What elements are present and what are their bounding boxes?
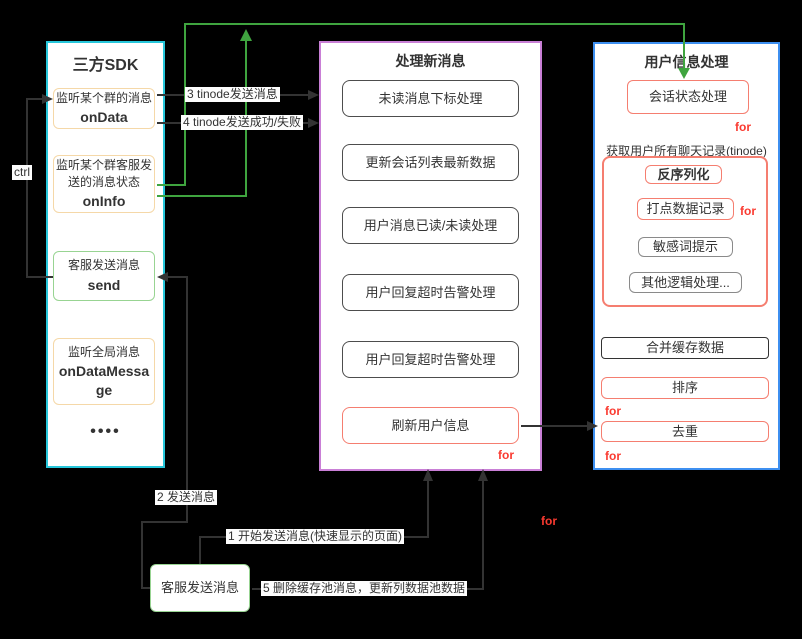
node-sort[interactable]: 排序 (601, 377, 769, 399)
arrowhead-step3 (308, 90, 319, 100)
column-third-party-sdk[interactable]: 三方SDK 监听某个群的消息 onData 监听某个群客服发送的消息状态 onI… (46, 41, 165, 468)
column-title: 三方SDK (72, 57, 139, 74)
node-refresh-user-info[interactable]: 刷新用户信息 (342, 407, 519, 444)
node-code: onInfo (82, 192, 126, 209)
node-ondatamessage[interactable]: 监听全局消息 onDataMessage (53, 338, 155, 405)
edge-label-step4[interactable]: 4 tinode发送成功/失败 (181, 115, 304, 130)
edge-label-ctrl[interactable]: ctrl (12, 165, 32, 180)
node-agent-send-message[interactable]: 客服发送消息 (150, 564, 250, 612)
edge-label-step1[interactable]: 1 开始发送消息(快速显示的页面) (226, 529, 405, 544)
edge-label-step5[interactable]: 5 删除缓存池消息，更新列数据池数据 (261, 581, 468, 596)
connector-step1 (199, 481, 429, 564)
node-tracking-record[interactable]: 打点数据记录 (637, 198, 734, 220)
column-user-info-processing[interactable]: 用户信息处理 会话状态处理 获取用户所有聊天记录(tinode) 反序列化 打点… (593, 42, 780, 470)
node-reply-timeout-alert-2[interactable]: 用户回复超时告警处理 (342, 341, 519, 378)
arrowhead-oninfo-up (240, 29, 252, 41)
node-deserialize[interactable]: 反序列化 (645, 165, 722, 184)
chat-records-group[interactable]: 反序列化 打点数据记录 敏感词提示 其他逻辑处理... (602, 156, 768, 307)
node-code: onDataMessage (58, 362, 150, 398)
node-code: send (87, 276, 121, 293)
node-unread-badge[interactable]: 未读消息下标处理 (342, 80, 519, 117)
node-update-conversation-list[interactable]: 更新会话列表最新数据 (342, 144, 519, 181)
node-label: 监听某个群客服发送的消息状态 (56, 158, 153, 189)
node-label: 客服发送消息 (67, 258, 140, 273)
node-other-logic[interactable]: 其他逻辑处理... (629, 272, 742, 293)
for-label-standalone: for (541, 514, 557, 528)
column-title: 用户信息处理 (644, 54, 729, 70)
node-session-state[interactable]: 会话状态处理 (627, 80, 749, 114)
node-label: 监听全局消息 (67, 344, 140, 359)
ellipsis-dots: •••• (90, 423, 121, 440)
for-label-refresh: for (498, 448, 514, 462)
edge-label-step2[interactable]: 2 发送消息 (155, 490, 218, 505)
node-reply-timeout-alert-1[interactable]: 用户回复超时告警处理 (342, 274, 519, 311)
edge-label-step3[interactable]: 3 tinode发送消息 (185, 87, 280, 102)
node-label: 监听某个群的消息 (56, 90, 153, 105)
node-oninfo[interactable]: 监听某个群客服发送的消息状态 onInfo (53, 155, 155, 213)
arrowhead-step4 (308, 118, 319, 128)
node-merge-cache[interactable]: 合并缓存数据 (601, 337, 769, 359)
node-dedup[interactable]: 去重 (601, 421, 769, 442)
node-sensitive-word-hint[interactable]: 敏感词提示 (638, 237, 733, 257)
for-label-dedup: for (605, 449, 621, 463)
for-label-tracking: for (740, 204, 756, 218)
for-label-session: for (735, 120, 751, 134)
column-title: 处理新消息 (395, 53, 466, 69)
node-send[interactable]: 客服发送消息 send (53, 251, 155, 301)
for-label-sort: for (605, 404, 621, 418)
node-code: onData (80, 109, 128, 126)
column-process-new-messages[interactable]: 处理新消息 未读消息下标处理 更新会话列表最新数据 用户消息已读/未读处理 用户… (319, 41, 542, 471)
node-ondata[interactable]: 监听某个群的消息 onData (53, 88, 155, 129)
node-message-read-state[interactable]: 用户消息已读/未读处理 (342, 207, 519, 244)
